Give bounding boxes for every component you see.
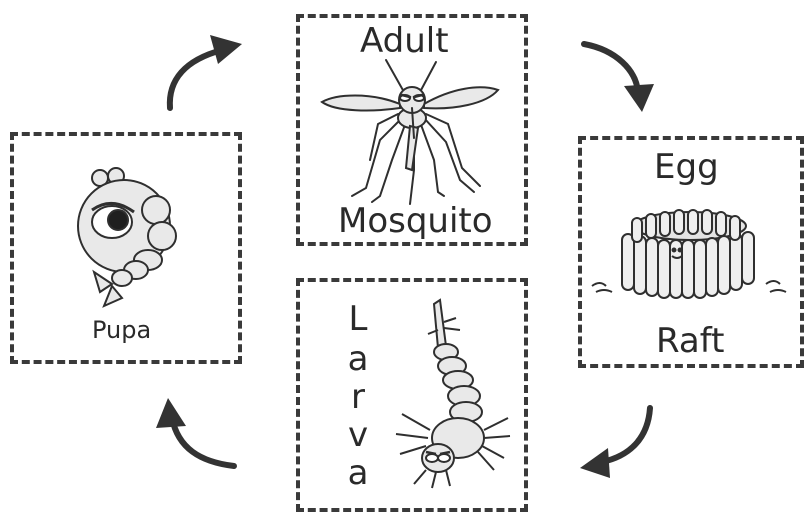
adult-title: Adult bbox=[360, 24, 449, 58]
egg-raft-icon bbox=[592, 210, 786, 298]
larva-letter-3: r bbox=[338, 380, 378, 414]
pupa-icon bbox=[78, 168, 176, 306]
larva-letter-5: a bbox=[338, 456, 378, 490]
cycle-arrow-larva-to-pupa bbox=[156, 398, 234, 466]
pupa-label: Pupa bbox=[92, 318, 151, 342]
cycle-arrow-egg-to-larva bbox=[580, 408, 650, 478]
larva-letter-1: L bbox=[338, 302, 378, 336]
egg-title: Egg bbox=[654, 150, 719, 184]
larva-icon bbox=[396, 300, 510, 488]
cycle-arrow-pupa-to-adult bbox=[170, 35, 242, 108]
cycle-arrow-adult-to-egg bbox=[584, 44, 654, 112]
egg-subtitle: Raft bbox=[656, 324, 724, 358]
adult-mosquito-icon bbox=[322, 60, 498, 204]
larva-letter-2: a bbox=[338, 342, 378, 376]
larva-letter-4: v bbox=[338, 418, 378, 452]
adult-subtitle: Mosquito bbox=[338, 204, 493, 238]
